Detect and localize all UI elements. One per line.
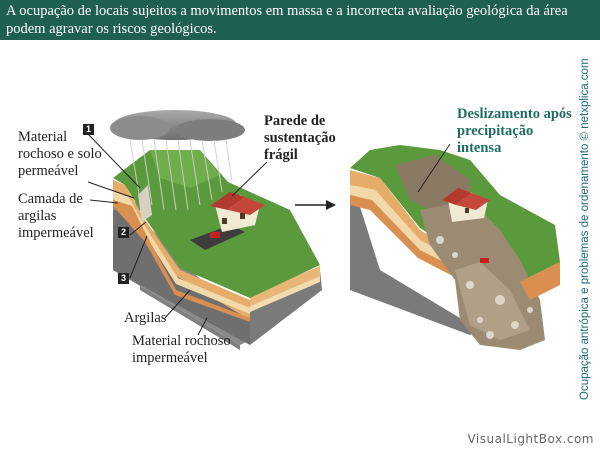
left-block bbox=[113, 150, 322, 350]
leader-lines bbox=[87, 133, 268, 336]
transition-arrow bbox=[295, 200, 336, 210]
marker-2: 2 bbox=[118, 227, 129, 238]
header-text: A ocupação de locais sujeitos a moviment… bbox=[6, 3, 568, 37]
label-argilas: Argilas bbox=[124, 310, 167, 326]
label-deslizamento: Deslizamento após precipitação intensa bbox=[457, 106, 572, 156]
marker-1: 1 bbox=[83, 124, 94, 135]
label-material-rochoso-solo: Material rochoso e solo permeável bbox=[18, 129, 102, 179]
right-block bbox=[350, 145, 560, 350]
footer-watermark[interactable]: VisualLightBox.com bbox=[467, 432, 594, 446]
label-material-impermeavel: Material rochoso impermeável bbox=[132, 333, 231, 366]
leader-deslizamento bbox=[417, 143, 451, 193]
label-parede-sustentacao: Parede de sustentação frágil bbox=[264, 113, 336, 163]
header-banner: A ocupação de locais sujeitos a moviment… bbox=[0, 0, 600, 40]
marker-3: 3 bbox=[118, 273, 129, 284]
rain-cloud bbox=[110, 110, 245, 211]
side-caption: Ocupação antrópica e problemas de ordena… bbox=[579, 58, 591, 400]
label-camada-argilas: Camada de argilas impermeável bbox=[18, 191, 94, 241]
